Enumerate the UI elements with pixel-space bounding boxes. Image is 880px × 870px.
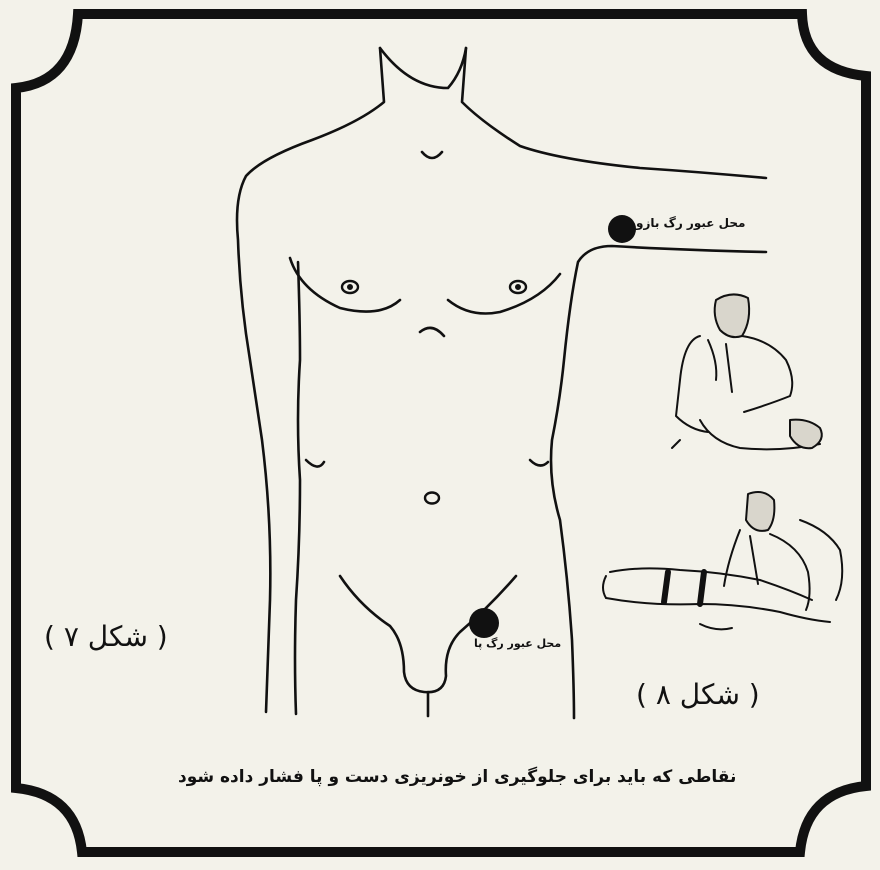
arm-pressure-point	[608, 215, 636, 243]
figure-8-label: ( شکل ۸ )	[636, 678, 760, 711]
groin-pressure-point	[469, 608, 499, 638]
nipples	[342, 281, 526, 504]
figure-7-label: ( شکل ۷ )	[44, 620, 168, 653]
frame	[16, 14, 866, 852]
first-aid-sketch	[603, 294, 842, 629]
body-outline	[237, 48, 766, 718]
arm-artery-label: محل عبور رگ بازو	[636, 216, 745, 230]
leg-artery-label: محل عبور رگ پا	[474, 637, 561, 650]
caption: نقاطی که باید برای جلوگیری از خونریزی دس…	[178, 767, 736, 787]
